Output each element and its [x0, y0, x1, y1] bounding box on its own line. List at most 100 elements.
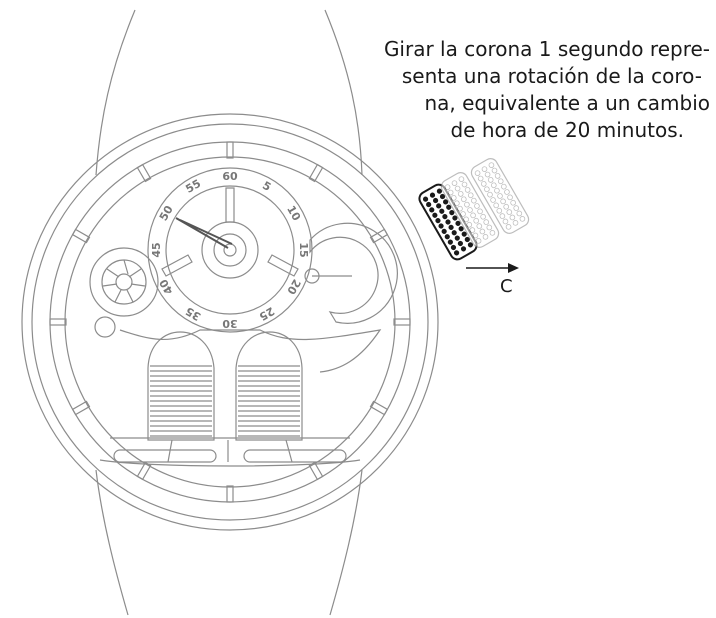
crown-knurl-dot: [509, 214, 516, 221]
crown-knurl-dot: [452, 215, 458, 221]
crown-knurl-dot: [519, 216, 526, 222]
left-subdial-inner: [101, 259, 147, 305]
crown-knurl-dot: [474, 170, 481, 176]
minute-scale-label: 45: [150, 242, 163, 257]
crown-knurl-dot: [486, 224, 493, 231]
hour-marker: [71, 228, 91, 244]
crown-knurl-dot: [463, 216, 469, 223]
minute-disc-inner: [165, 185, 295, 315]
crown-knurl-dot: [512, 220, 519, 226]
crown-knurl-dot: [500, 198, 506, 205]
crown-knurl-dot: [460, 246, 467, 252]
crown-knurl-dot: [467, 207, 473, 213]
left-chamber: [147, 331, 215, 441]
crown-knurl-dot: [449, 210, 455, 216]
caption-line-4: de hora de 20 minutos.: [450, 118, 684, 142]
minute-scale-label: 15: [297, 242, 310, 257]
crown-knurl-dot: [510, 199, 516, 206]
crown-knurl-dot: [496, 207, 503, 214]
crown-knurl-dot: [490, 197, 496, 203]
crown-position-ghost-1: [440, 172, 500, 248]
crown-knurl-dot: [445, 219, 451, 225]
caption-line-3: na, equivalente a un cambio: [424, 91, 710, 115]
crown-knurl-dot: [476, 223, 483, 229]
crown-knurl-dot: [497, 178, 504, 185]
minute-disc-spokes: [161, 187, 299, 277]
watch-dial-edge: [64, 156, 396, 488]
crown-knurl-dot: [489, 230, 496, 236]
crown-knurl-dot: [457, 205, 463, 212]
crown-knurl-dot: [505, 224, 512, 230]
crown-knurl-dot: [491, 182, 497, 189]
crown-knurl-dot: [458, 226, 464, 232]
crown-knurl-dot: [433, 197, 439, 204]
lower-slots: [113, 449, 347, 463]
right-chamber-stripes: [238, 365, 300, 437]
crown-knurl-dot: [494, 187, 500, 194]
strap-top: [95, 9, 363, 176]
crown-knurl-dot: [448, 224, 454, 230]
crown-knurl-dot: [461, 231, 467, 237]
crown-knurl-dot: [474, 203, 480, 209]
crown-knurl-dot: [484, 186, 490, 193]
crown-knurl-dot: [472, 232, 479, 239]
crown-knurl-dot: [494, 173, 501, 179]
crown-knurl-dot: [441, 228, 447, 234]
crown-knurl-dot: [447, 239, 453, 245]
crown-knurl-dot: [499, 213, 506, 219]
crown-knurl-dot: [435, 218, 441, 224]
crown-knurl-dot: [458, 176, 465, 182]
crown-knurl-dot: [447, 189, 454, 196]
crown-knurl-dot: [444, 184, 451, 190]
minute-hand: [175, 217, 233, 249]
crown-knurl-dot: [477, 208, 483, 215]
crown-knurl-dot: [442, 214, 448, 220]
left-subdial-outer: [89, 247, 159, 317]
crown-knurl-dot: [461, 196, 467, 203]
watch-case-outer: [21, 113, 439, 531]
hour-marker: [49, 318, 67, 326]
direction-label: C: [500, 276, 513, 297]
crown-knurl-dot: [466, 221, 473, 228]
crown-knurl-dot: [426, 201, 432, 208]
crown-knurl-dot: [467, 242, 474, 248]
lower-base: [99, 437, 361, 467]
lower-dividers: [167, 439, 293, 463]
minute-scale-label: 60: [222, 170, 238, 183]
crown-knurl-dot: [482, 234, 489, 240]
crown-knurl-dot: [451, 230, 457, 236]
hour-marker: [393, 318, 411, 326]
crown-knurl-dot: [470, 212, 476, 219]
crown-knurl-dot: [484, 171, 491, 178]
right-subdial: [309, 222, 398, 324]
hour-marker: [308, 461, 324, 481]
crown-knurl-dot: [454, 185, 461, 192]
crown-knurl-dot: [455, 220, 461, 226]
crown-knurl-dot: [422, 196, 429, 202]
instruction-caption: Girar la corona 1 segundo repre- senta u…: [290, 36, 710, 144]
crown-knurl-dot: [429, 192, 436, 198]
crown-knurl-dot: [450, 195, 457, 201]
crown-knurl-dot: [479, 228, 486, 235]
crown-position-active[interactable]: [417, 182, 479, 262]
crown-knurl-dot: [454, 200, 460, 207]
crown-knurl-dot: [504, 189, 510, 195]
minute-scale-label: 30: [222, 317, 238, 330]
crown-knurl-dot: [432, 212, 438, 218]
crown-knurl-dot: [488, 162, 495, 168]
crown-knurl-dot: [513, 205, 520, 211]
crown-knurl-dot: [460, 211, 466, 217]
right-chamber: [235, 331, 303, 441]
crown-knurl-dot: [502, 218, 509, 225]
crown-knurl-dot: [438, 223, 444, 229]
crown-knurl-dot: [439, 193, 446, 200]
crown-knurl-dot: [471, 197, 477, 204]
left-chamber-stripes: [150, 365, 212, 437]
minute-scale-label: 5: [260, 179, 273, 194]
crown-knurl-dot: [451, 180, 458, 186]
crown-knurl-dot: [475, 238, 482, 244]
hour-marker: [226, 485, 234, 503]
crown-knurl-dot: [436, 203, 442, 209]
